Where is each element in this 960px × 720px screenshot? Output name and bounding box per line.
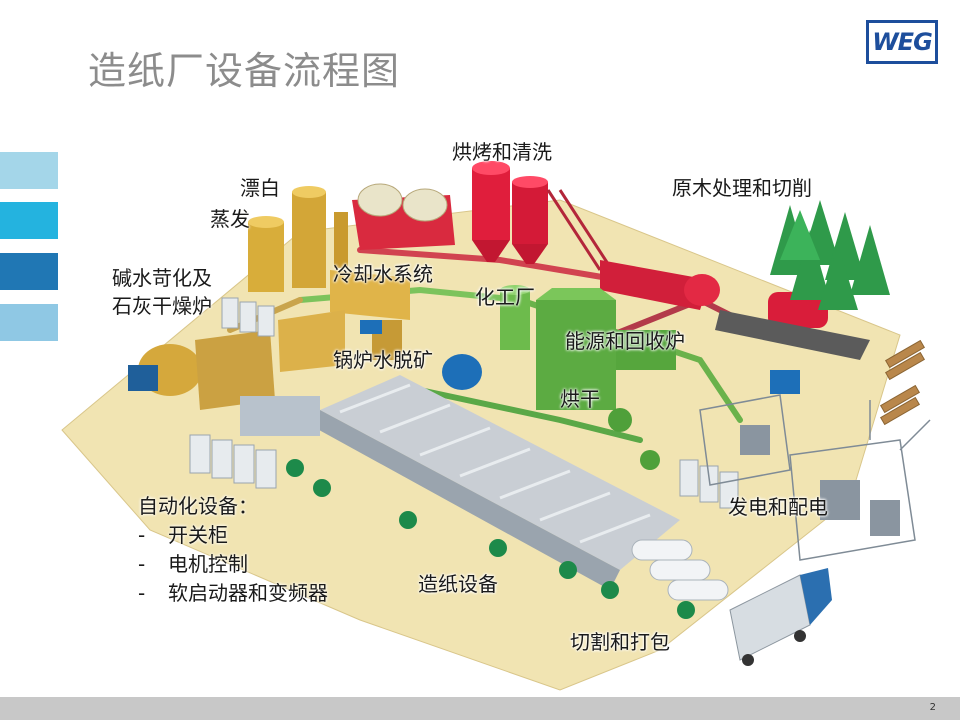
- causticizing-equipment: [128, 330, 275, 410]
- log-piles: [879, 339, 926, 426]
- forest-trees: [770, 200, 890, 310]
- label-paper-machine: 造纸设备: [418, 572, 498, 596]
- label-cooling-water: 冷却水系统: [333, 262, 433, 286]
- sidebar-bar-4: [0, 304, 58, 341]
- label-cutting-packing: 切割和打包: [570, 630, 670, 654]
- automation-item: -软启动器和变频器: [138, 579, 328, 608]
- label-boiler-desalt: 锅炉水脱矿: [333, 348, 433, 372]
- automation-item: -开关柜: [138, 521, 328, 550]
- weg-logo: WEG: [866, 20, 938, 64]
- label-energy-recovery: 能源和回收炉: [565, 329, 685, 353]
- label-chemical-plant: 化工厂: [475, 285, 535, 309]
- automation-item-label: 软启动器和变频器: [168, 581, 328, 605]
- substation: [699, 394, 931, 561]
- label-power-distribution: 发电和配电: [728, 495, 828, 519]
- label-log-processing: 原木处理和切削: [672, 176, 812, 200]
- yellow-tanks: [248, 186, 348, 292]
- logo-text: WEG: [872, 28, 933, 56]
- page-number: 2: [929, 702, 936, 713]
- label-lime-drying: 石灰干燥炉: [112, 294, 212, 318]
- label-causticizing: 碱水苛化及: [112, 266, 212, 290]
- page-title: 造纸厂设备流程图: [88, 49, 401, 93]
- automation-item-label: 电机控制: [168, 552, 248, 576]
- paper-rolls: [631, 539, 729, 601]
- bullet-dash: -: [138, 581, 146, 605]
- sidebar-bar-3: [0, 253, 58, 290]
- chemical-plant: [500, 285, 676, 470]
- cooling-water-system: [278, 270, 410, 372]
- label-baking-cleaning: 烘烤和清洗: [452, 140, 552, 164]
- transformers: [740, 425, 900, 536]
- sidebar-bar-2: [0, 202, 58, 239]
- automation-item-label: 开关柜: [168, 523, 228, 547]
- sidebar-bar-1: [0, 152, 58, 189]
- automation-item: -电机控制: [138, 550, 328, 579]
- delivery-truck: [729, 568, 832, 666]
- baking-silos: [472, 161, 614, 271]
- label-bleaching: 漂白: [240, 176, 280, 200]
- log-processing-equipment: [600, 260, 870, 360]
- automation-list: 自动化设备： -开关柜 -电机控制 -软启动器和变频器: [138, 492, 328, 608]
- footer-bar: [0, 697, 960, 720]
- red-drum-machines: [352, 183, 455, 250]
- automation-heading: 自动化设备：: [138, 494, 258, 518]
- switchgear-cabinets: [189, 297, 739, 509]
- label-evaporation: 蒸发: [210, 207, 250, 231]
- label-drying: 烘干: [560, 387, 600, 411]
- bullet-dash: -: [138, 523, 146, 547]
- paper-machine: [240, 375, 680, 590]
- bullet-dash: -: [138, 552, 146, 576]
- drive-motors: [286, 459, 695, 619]
- blue-motors: [360, 320, 800, 394]
